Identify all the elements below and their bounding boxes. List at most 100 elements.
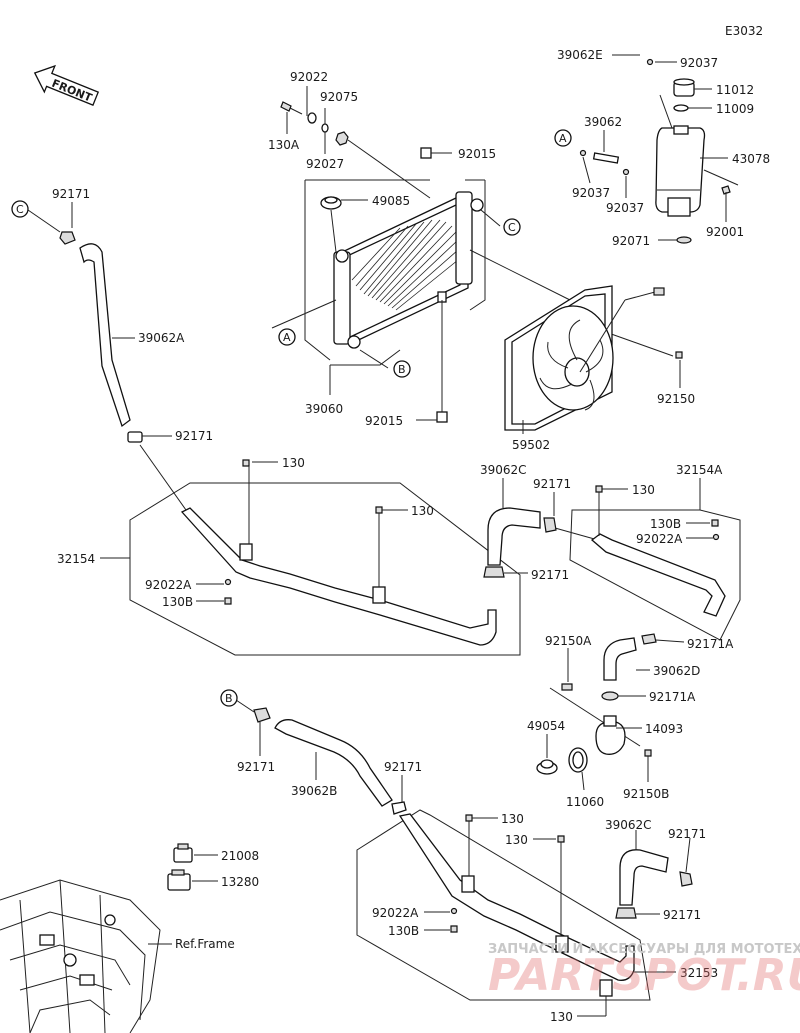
svg-text:A: A [559, 132, 567, 145]
label-92171-e: 92171 [237, 760, 275, 774]
radiator-leaders [271, 86, 674, 421]
label-21008: 21008 [221, 849, 259, 863]
label-92171-a: 92171 [52, 187, 90, 201]
svg-text:C: C [16, 203, 24, 216]
label-11009: 11009 [716, 102, 754, 116]
label-49085: 49085 [372, 194, 410, 208]
label-92171-d: 92171 [531, 568, 569, 582]
hose-39062B [274, 719, 393, 807]
label-39062C: 39062C [480, 463, 527, 477]
small-hose [592, 152, 620, 164]
callout-a-reservoir: A [554, 129, 572, 147]
label-92037-b: 92037 [572, 186, 610, 200]
hose-39062A [79, 243, 131, 428]
frame-sketch [0, 879, 172, 1033]
label-130-c: 130 [632, 483, 655, 497]
thermostat-group [536, 637, 652, 791]
pipe-32154 [180, 507, 497, 646]
label-39062D: 39062D [653, 664, 700, 678]
hose-39062C [487, 507, 541, 566]
fan-assembly [504, 285, 683, 434]
label-92015-a: 92015 [458, 147, 496, 161]
callout-c-left: C [11, 200, 29, 218]
label-ref-frame: Ref.Frame [175, 937, 235, 951]
pipe-32154-group [100, 444, 521, 656]
watermark-line1: ЗАПЧАСТИ И АКСЕССУАРЫ ДЛЯ МОТОТЕХНИКИ [488, 942, 800, 957]
radiator-group [280, 101, 486, 423]
label-92022A-a: 92022A [145, 578, 192, 592]
callout-b-lower: B [220, 689, 238, 707]
label-14093: 14093 [645, 722, 683, 736]
thermostat-housing [595, 721, 626, 755]
label-92071: 92071 [612, 234, 650, 248]
label-92150A: 92150A [545, 634, 592, 648]
label-92022A-b: 92022A [636, 532, 683, 546]
pipe-32153 [398, 813, 635, 981]
label-92171-f: 92171 [384, 760, 422, 774]
label-92171-b: 92171 [175, 429, 213, 443]
label-92015-b: 92015 [365, 414, 403, 428]
label-13280: 13280 [221, 875, 259, 889]
label-11012: 11012 [716, 83, 754, 97]
label-92150B: 92150B [623, 787, 669, 801]
label-92075: 92075 [320, 90, 358, 104]
callout-c-radiator: C [503, 218, 521, 236]
svg-text:C: C [508, 221, 516, 234]
label-92150: 92150 [657, 392, 695, 406]
clip-group [167, 843, 218, 891]
svg-text:A: A [283, 331, 291, 344]
label-59502: 59502 [512, 438, 550, 452]
label-130B-b: 130B [650, 517, 681, 531]
label-39062E: 39062E [557, 48, 603, 62]
callout-b-radiator: B [393, 360, 411, 378]
hose-39062C-lower-group [615, 830, 693, 919]
label-92171-g: 92171 [668, 827, 706, 841]
label-92171-h: 92171 [663, 908, 701, 922]
reservoir-tank-group [579, 34, 731, 244]
label-11060: 11060 [566, 795, 604, 809]
label-130-b: 130 [411, 504, 434, 518]
label-39062A: 39062A [138, 331, 185, 345]
label-49054: 49054 [527, 719, 565, 733]
callout-a-radiator: A [278, 328, 296, 346]
diagram-code: E3032 [725, 24, 763, 38]
front-arrow-icon: FRONT [33, 64, 100, 106]
label-92037-a: 92037 [680, 56, 718, 70]
hose-39062A-group [27, 202, 172, 443]
label-39062: 39062 [584, 115, 622, 129]
label-130-d: 130 [501, 812, 524, 826]
clip-13280 [167, 873, 191, 891]
cap-gasket [673, 104, 689, 112]
label-130A: 130A [268, 138, 300, 152]
label-32154A: 32154A [676, 463, 723, 477]
hose-39062B-group [235, 699, 407, 815]
label-39062B: 39062B [291, 784, 337, 798]
pipe-32154A-group [569, 478, 741, 645]
label-92022: 92022 [290, 70, 328, 84]
label-92171A-a: 92171A [687, 637, 734, 651]
label-32154: 32154 [57, 552, 95, 566]
clip-21008 [173, 847, 193, 863]
reservoir-leaders [582, 54, 739, 241]
label-130-e: 130 [505, 833, 528, 847]
label-39060: 39060 [305, 402, 343, 416]
hose-39062D [603, 637, 637, 681]
label-92001: 92001 [706, 225, 744, 239]
label-130B-a: 130B [162, 595, 193, 609]
label-92022A-c: 92022A [372, 906, 419, 920]
hose-39062C-lower [619, 849, 669, 906]
label-92171-c: 92171 [533, 477, 571, 491]
label-130-f: 130 [550, 1010, 573, 1024]
pipe-32153-group [356, 809, 676, 1017]
label-92171A-b: 92171A [649, 690, 696, 704]
label-130B-c: 130B [388, 924, 419, 938]
label-92027: 92027 [306, 157, 344, 171]
label-43078: 43078 [732, 152, 770, 166]
label-39062C-b: 39062C [605, 818, 652, 832]
pipe-32154A [590, 533, 726, 617]
label-92037-c: 92037 [606, 201, 644, 215]
label-130-a: 130 [282, 456, 305, 470]
label-32153: 32153 [680, 966, 718, 980]
watermark-line2: PARTSPOT.RU [488, 950, 800, 1001]
